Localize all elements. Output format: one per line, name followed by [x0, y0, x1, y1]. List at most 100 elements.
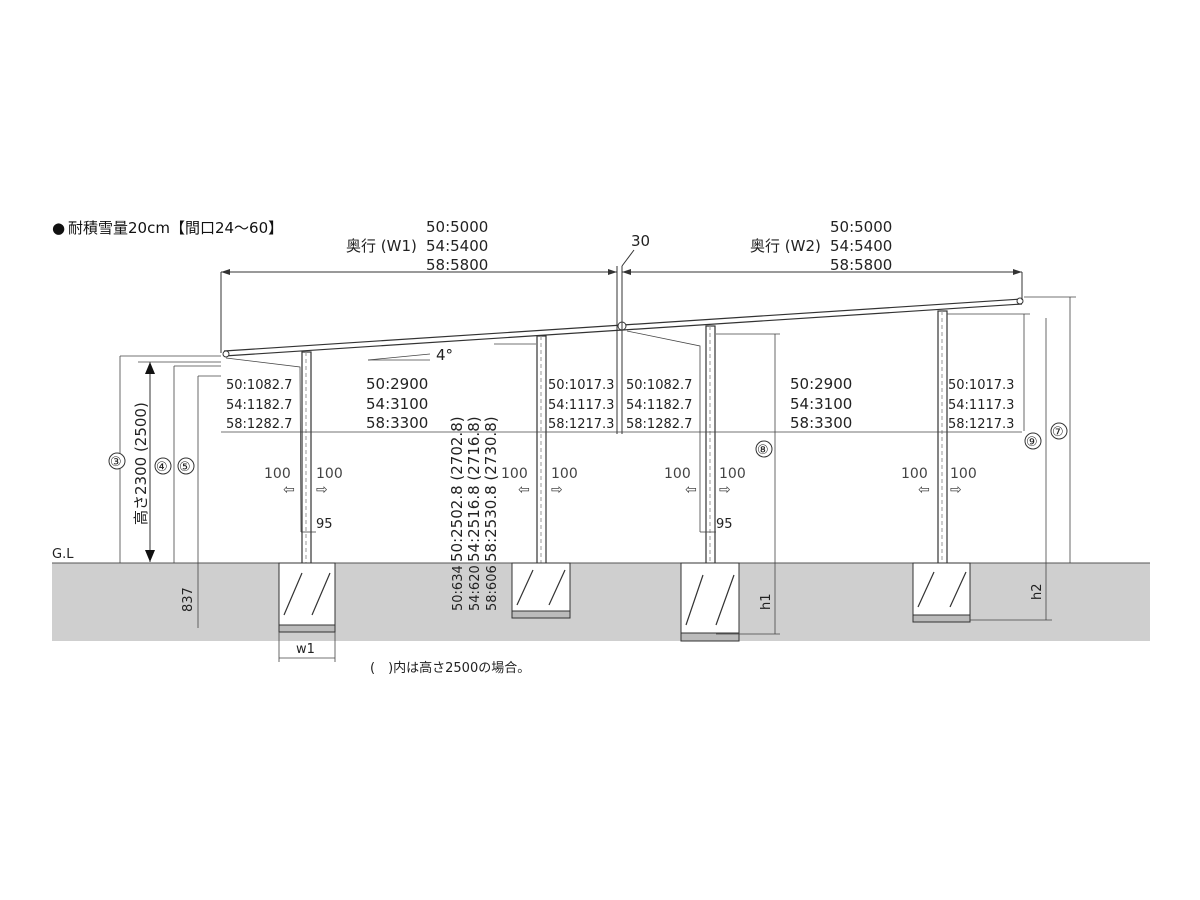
angle-line — [367, 353, 431, 361]
svg-text:54:3100: 54:3100 — [366, 395, 428, 413]
svg-text:100: 100 — [501, 466, 528, 482]
span-right-overhang-1: 50:1017.3 54:1117.3 58:1217.3 — [548, 378, 614, 432]
svg-text:h2: h2 — [1030, 583, 1045, 600]
foundation-4 — [912, 562, 971, 623]
d837-label: 837 — [181, 587, 196, 612]
svg-text:54:3100: 54:3100 — [790, 395, 852, 413]
marker-5: ⑤ — [177, 457, 195, 475]
footnote: ( )内は高さ2500の場合。 — [370, 660, 530, 676]
svg-text:50:634: 50:634 — [451, 565, 466, 611]
svg-text:⑤: ⑤ — [179, 460, 191, 475]
svg-text:54:1117.3: 54:1117.3 — [548, 398, 614, 413]
svg-text:58:2530.8 (2730.8): 58:2530.8 (2730.8) — [482, 416, 500, 562]
svg-text:54:620: 54:620 — [468, 565, 483, 611]
svg-text:58:606: 58:606 — [485, 565, 500, 611]
height-dimension — [119, 355, 221, 628]
gutter-middle — [626, 330, 701, 532]
svg-text:50:2502.8 (2702.8): 50:2502.8 (2702.8) — [448, 416, 466, 562]
ground-area — [52, 563, 1150, 641]
svg-text:54:2516.8 (2716.8): 54:2516.8 (2716.8) — [465, 416, 483, 562]
svg-text:100: 100 — [664, 466, 691, 482]
svg-text:50:1082.7: 50:1082.7 — [626, 378, 692, 393]
w2-label: 奥行 (W2) — [750, 237, 821, 255]
h1-label: h1 — [759, 593, 774, 610]
svg-text:58:1217.3: 58:1217.3 — [548, 417, 614, 432]
svg-text:⇦: ⇦ — [685, 482, 697, 498]
offset-group-4: 100 100 ⇦ ⇨ — [901, 466, 977, 498]
offset-group-3: 100 100 ⇦ ⇨ — [664, 466, 746, 498]
right-dimension-lines — [716, 296, 1076, 635]
depth-dimension — [220, 249, 1023, 434]
svg-text:⇨: ⇨ — [551, 482, 563, 498]
svg-text:⇦: ⇦ — [918, 482, 930, 498]
height-label: 高さ2300 (2500) — [132, 402, 150, 525]
svg-text:高さ2300 (2500): 高さ2300 (2500) — [132, 402, 150, 525]
svg-text:100: 100 — [316, 466, 343, 482]
span-left-overhang-2: 50:1082.7 54:1182.7 58:1282.7 — [626, 378, 692, 432]
svg-text:50:2900: 50:2900 — [366, 375, 428, 393]
svg-text:54:1182.7: 54:1182.7 — [226, 398, 292, 413]
embed-depth-labels: 50:634 54:620 58:606 — [451, 565, 500, 611]
svg-text:58:1282.7: 58:1282.7 — [626, 417, 692, 432]
diagram-title: 耐積雪量20cm【間口24〜60】 — [68, 219, 283, 237]
svg-text:⇨: ⇨ — [950, 482, 962, 498]
foundation-1 — [278, 562, 336, 633]
svg-text:⑧: ⑧ — [757, 443, 769, 458]
w2-value-50: 50:5000 — [830, 218, 892, 236]
svg-text:⇨: ⇨ — [316, 482, 328, 498]
svg-text:50:1017.3: 50:1017.3 — [548, 378, 614, 393]
roof-beam — [222, 297, 1024, 358]
svg-text:50:2900: 50:2900 — [790, 375, 852, 393]
offset-group-1: 100 100 ⇦ ⇨ — [264, 466, 343, 498]
h2-label: h2 — [1030, 583, 1045, 600]
marker-7: ⑦ — [1050, 422, 1068, 440]
svg-text:100: 100 — [551, 466, 578, 482]
span-middle-2: 50:2900 54:3100 58:3300 — [790, 375, 852, 432]
svg-text:100: 100 — [950, 466, 977, 482]
svg-text:54:1117.3: 54:1117.3 — [948, 398, 1014, 413]
foundation-3 — [680, 562, 740, 642]
span-right-overhang-2: 50:1017.3 54:1117.3 58:1217.3 — [948, 378, 1014, 432]
w1-value-58: 58:5800 — [426, 256, 488, 274]
gutter-95-label-1: 95 — [316, 517, 333, 532]
svg-text:h1: h1 — [759, 593, 774, 610]
w1-value-50: 50:5000 — [426, 218, 488, 236]
svg-text:⑦: ⑦ — [1052, 425, 1064, 440]
svg-text:④: ④ — [156, 460, 168, 475]
marker-4: ④ — [154, 457, 172, 475]
w1-dim-label: w1 — [296, 642, 315, 657]
gutter-95-label-2: 95 — [716, 517, 733, 532]
marker-8: ⑧ — [755, 440, 773, 458]
svg-text:58:3300: 58:3300 — [366, 414, 428, 432]
offset-group-2: 100 100 ⇦ ⇨ — [501, 466, 578, 498]
svg-text:54:1182.7: 54:1182.7 — [626, 398, 692, 413]
w1-value-54: 54:5400 — [426, 237, 488, 255]
svg-text:58:1217.3: 58:1217.3 — [948, 417, 1014, 432]
post-height-labels: 50:2502.8 (2702.8) 54:2516.8 (2716.8) 58… — [448, 416, 500, 562]
svg-text:⇦: ⇦ — [283, 482, 295, 498]
svg-text:100: 100 — [719, 466, 746, 482]
svg-text:837: 837 — [181, 587, 196, 612]
svg-text:58:3300: 58:3300 — [790, 414, 852, 432]
svg-text:100: 100 — [264, 466, 291, 482]
span-left-overhang-1: 50:1082.7 54:1182.7 58:1282.7 — [226, 378, 292, 432]
gutter-left — [225, 357, 302, 533]
w2-value-54: 54:5400 — [830, 237, 892, 255]
gl-label: G.L — [52, 547, 74, 562]
svg-text:100: 100 — [901, 466, 928, 482]
svg-text:⇦: ⇦ — [518, 482, 530, 498]
span-middle-1: 50:2900 54:3100 58:3300 — [366, 375, 428, 432]
svg-text:③: ③ — [110, 455, 122, 470]
svg-text:⇨: ⇨ — [719, 482, 731, 498]
marker-9: ⑨ — [1024, 432, 1042, 450]
w1-label: 奥行 (W1) — [346, 237, 417, 255]
svg-text:50:1017.3: 50:1017.3 — [948, 378, 1014, 393]
gap-label: 30 — [631, 232, 650, 250]
svg-text:58:1282.7: 58:1282.7 — [226, 417, 292, 432]
svg-text:50:1082.7: 50:1082.7 — [226, 378, 292, 393]
marker-3: ③ — [108, 452, 126, 470]
foundation-2 — [511, 562, 571, 619]
svg-text:⑨: ⑨ — [1026, 435, 1038, 450]
angle-label: 4° — [436, 346, 453, 364]
